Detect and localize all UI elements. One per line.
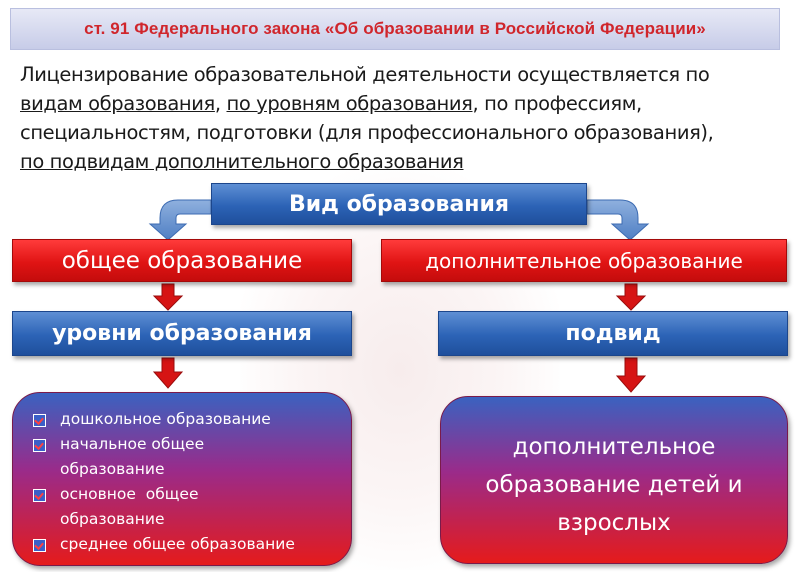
intro-link-types: видам образования xyxy=(20,92,215,115)
intro-line-2: видам образования, по уровням образовани… xyxy=(20,89,790,118)
additional-detail-panel: дополнительное образование детей и взрос… xyxy=(440,396,788,564)
list-item-text: основное общее образование xyxy=(60,485,204,528)
subtype-label: подвид xyxy=(565,321,661,346)
intro-sep: , xyxy=(214,92,227,115)
intro-line-3: специальностям, подготовки (для професси… xyxy=(20,121,714,144)
arrow-down-right-1 xyxy=(615,283,647,311)
intro-link-levels: по уровням образования xyxy=(226,92,473,115)
list-item-text: среднее общее образование xyxy=(60,535,295,553)
general-education-box: общее образование xyxy=(12,239,352,282)
general-education-label: общее образование xyxy=(61,247,303,274)
intro-text: Лицензирование образовательной деятельно… xyxy=(20,60,790,176)
list-item: основное общее образование xyxy=(33,482,341,532)
connector-right xyxy=(586,199,650,241)
arrow-down-left-2 xyxy=(152,357,184,389)
intro-line-2-rest: , по профессиям, xyxy=(472,92,643,115)
levels-list-panel: дошкольное образование начальное общее о… xyxy=(12,392,352,566)
education-levels-label: уровни образования xyxy=(52,321,312,346)
additional-education-label: дополнительное образование xyxy=(425,248,743,273)
title-bar: ст. 91 Федерального закона «Об образован… xyxy=(10,8,780,50)
levels-list: дошкольное образование начальное общее о… xyxy=(33,407,341,557)
additional-detail-text: дополнительное образование детей и взрос… xyxy=(485,434,743,536)
education-levels-box: уровни образования xyxy=(12,311,352,356)
list-item: начальное общее образование xyxy=(33,432,341,482)
page-title: ст. 91 Федерального закона «Об образован… xyxy=(84,19,706,38)
subtype-box: подвид xyxy=(438,311,788,356)
intro-line-4: по подвидам дополнительного образования xyxy=(20,147,790,176)
checkbox-bullet-icon xyxy=(33,439,46,452)
list-item: дошкольное образование xyxy=(33,407,341,432)
checkbox-bullet-icon xyxy=(33,489,46,502)
additional-education-box: дополнительное образование xyxy=(381,239,787,282)
root-label: Вид образования xyxy=(288,191,510,217)
checkbox-bullet-icon xyxy=(33,414,46,427)
checkbox-bullet-icon xyxy=(33,539,46,552)
connector-left xyxy=(148,199,212,241)
arrow-down-left-1 xyxy=(152,283,184,311)
intro-link-subtypes: по подвидам дополнительного образования xyxy=(20,150,464,173)
list-item-text: начальное общее образование xyxy=(60,435,205,478)
root-box-education-type: Вид образования xyxy=(211,183,587,225)
list-item-text: дошкольное образование xyxy=(60,410,271,428)
list-item: среднее общее образование xyxy=(33,532,341,557)
arrow-down-right-2 xyxy=(615,357,647,393)
intro-line-1: Лицензирование образовательной деятельно… xyxy=(20,63,710,86)
